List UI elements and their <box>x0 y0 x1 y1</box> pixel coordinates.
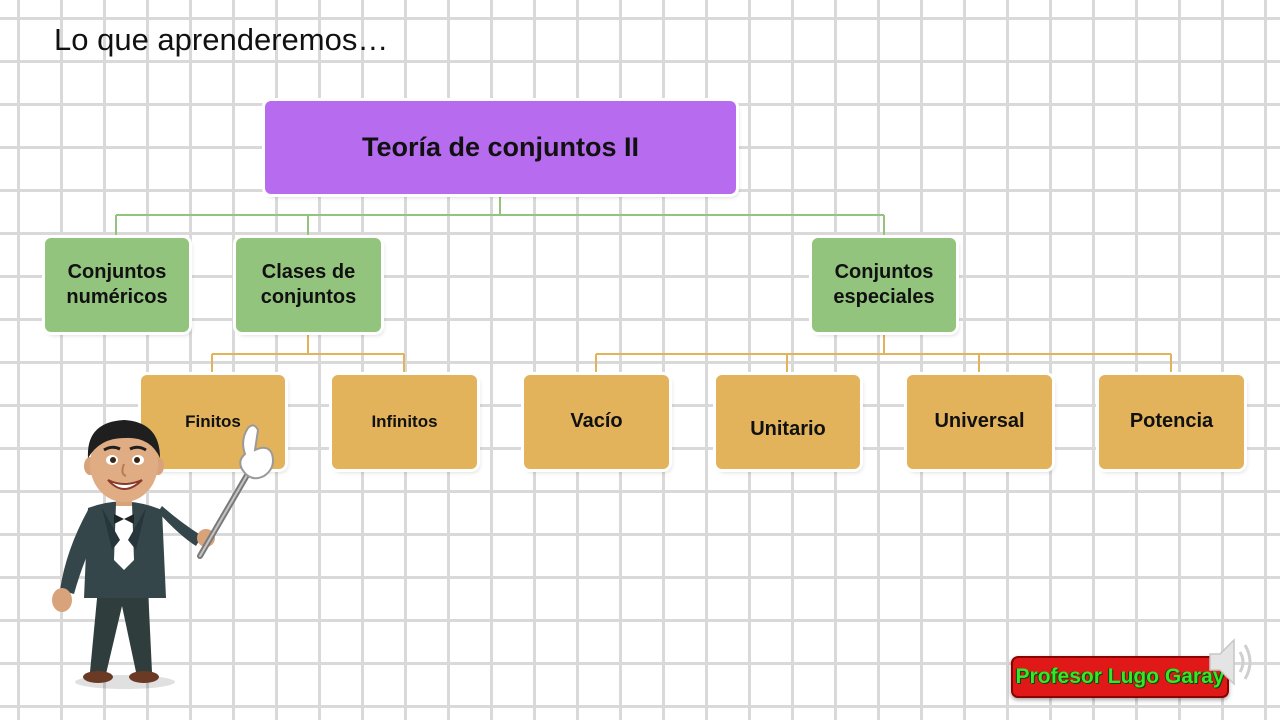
node-clases-de-conjuntos: Clases de conjuntos <box>236 238 381 332</box>
node-universal-label: Universal <box>934 409 1025 432</box>
node-conjuntos-numericos: Conjuntos numéricos <box>45 238 189 332</box>
slide-title: Lo que aprenderemos… <box>54 22 389 57</box>
node-conjuntos-especiales-label: Conjuntos especiales <box>833 261 935 308</box>
node-conjuntos-especiales: Conjuntos especiales <box>812 238 956 332</box>
root-node-label: Teoría de conjuntos II <box>361 131 640 162</box>
speaker-icon[interactable] <box>1206 632 1256 692</box>
node-vacio-label: Vacío <box>570 409 623 432</box>
teacher-avatar-icon <box>52 420 274 689</box>
node-vacio: Vacío <box>524 375 669 469</box>
node-clases-de-conjuntos-label: Clases de conjuntos <box>260 261 357 308</box>
node-unitario-label: Unitario <box>750 417 826 440</box>
node-universal: Universal <box>907 375 1052 469</box>
node-potencia: Potencia <box>1099 375 1244 469</box>
node-infinitos: Infinitos <box>332 375 477 469</box>
green-connector-lines <box>115 195 885 237</box>
node-unitario: Unitario <box>716 375 860 469</box>
author-badge: Profesor Lugo Garay <box>1011 656 1229 698</box>
node-potencia-label: Potencia <box>1129 409 1214 432</box>
node-conjuntos-numericos-label: Conjuntos numéricos <box>66 261 168 308</box>
root-node: Teoría de conjuntos II <box>265 101 736 194</box>
author-badge-label: Profesor Lugo Garay <box>1015 665 1225 688</box>
node-finitos-label: Finitos <box>185 412 241 432</box>
gold-connector-lines <box>211 333 1172 374</box>
node-infinitos-label: Infinitos <box>371 412 438 432</box>
